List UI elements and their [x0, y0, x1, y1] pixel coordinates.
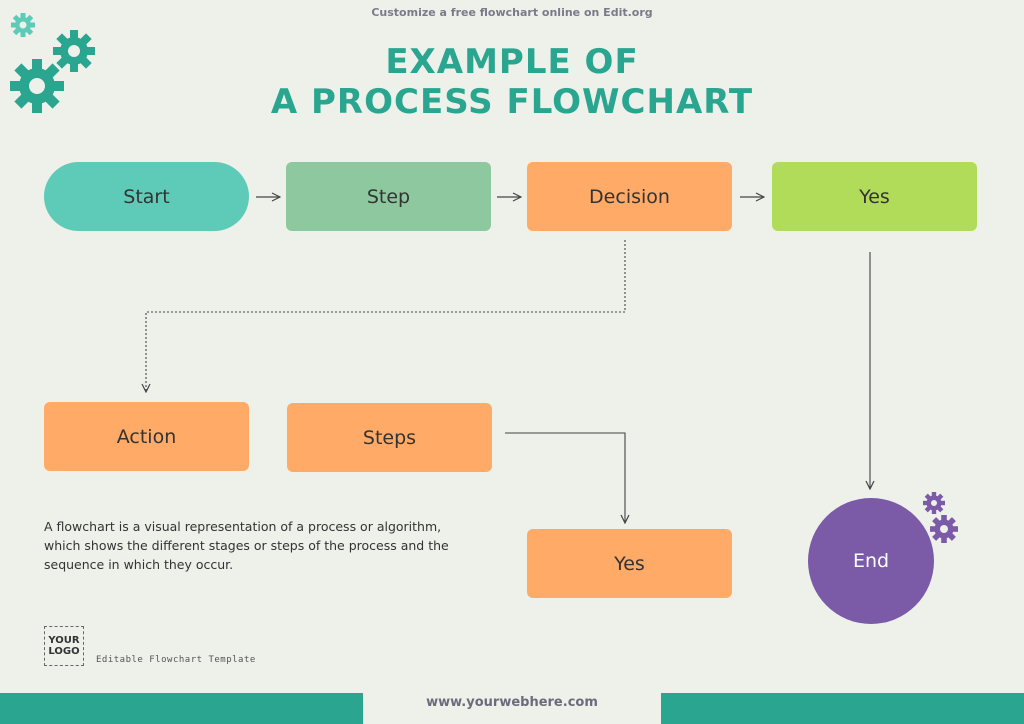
node-steps[interactable]: Steps	[287, 403, 492, 472]
node-yes-bottom[interactable]: Yes	[527, 529, 732, 598]
node-start[interactable]: Start	[44, 162, 249, 231]
gear-icon	[11, 13, 35, 37]
title-line-2: A PROCESS FLOWCHART	[270, 82, 754, 122]
logo-placeholder: YOUR LOGO	[44, 626, 84, 666]
footer-url[interactable]: www.yourwebhere.com	[426, 695, 598, 710]
node-end[interactable]: End	[808, 498, 934, 624]
gear-icon	[923, 492, 945, 514]
gear-icon	[930, 515, 958, 543]
arrow-decision-action	[146, 240, 626, 392]
node-step[interactable]: Step	[286, 162, 491, 231]
top-note: Customize a free flowchart online on Edi…	[371, 6, 653, 19]
gear-icon	[10, 59, 64, 113]
logo-line-2: LOGO	[48, 646, 80, 657]
footer-bar-right	[661, 693, 1024, 724]
title-line-1: EXAMPLE OF	[385, 42, 639, 82]
template-label: Editable Flowchart Template	[96, 655, 256, 665]
logo-line-1: YOUR	[48, 635, 80, 646]
footer-bar-left	[0, 693, 363, 724]
page-title: EXAMPLE OF A PROCESS FLOWCHART	[0, 42, 1024, 122]
gear-icon	[53, 30, 95, 72]
node-yes-top[interactable]: Yes	[772, 162, 977, 231]
arrow-steps-yes	[505, 432, 625, 523]
description-text: A flowchart is a visual representation o…	[44, 519, 449, 572]
node-decision[interactable]: Decision	[527, 162, 732, 231]
node-action[interactable]: Action	[44, 402, 249, 471]
